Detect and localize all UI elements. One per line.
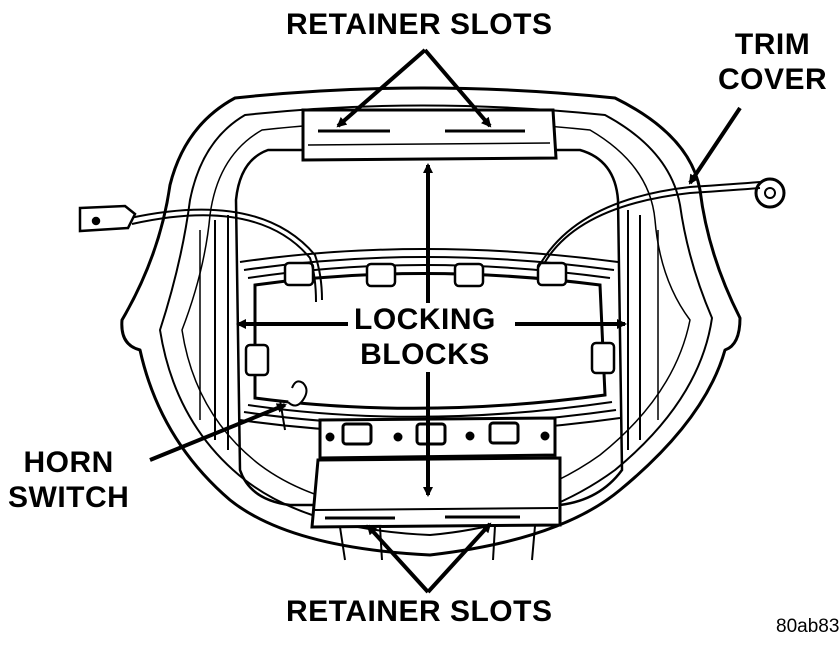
label-locking-blocks-line2: BLOCKS bbox=[360, 337, 490, 371]
arrow-retainer-bottom-right bbox=[426, 522, 492, 594]
label-horn-switch-line2: SWITCH bbox=[8, 480, 130, 514]
label-locking-blocks-line1: LOCKING bbox=[354, 303, 496, 336]
label-trim-cover-line2: COVER bbox=[718, 62, 828, 96]
callout-arrows bbox=[149, 48, 742, 594]
horn-switch bbox=[279, 380, 308, 431]
figure-reference: 80ab83 bbox=[776, 616, 839, 637]
arrow-retainer-bottom-left bbox=[366, 524, 430, 594]
arrow-retainer-top-left bbox=[336, 48, 427, 128]
bottom-retainer-plate bbox=[310, 456, 562, 561]
side-locking-tabs bbox=[244, 341, 616, 377]
label-trim-cover: TRIM COVER bbox=[718, 28, 827, 97]
arrow-trim-cover bbox=[688, 106, 742, 185]
label-horn-switch-line1: HORN bbox=[23, 446, 114, 479]
top-retainer-plate bbox=[301, 108, 558, 162]
label-retainer-slots-top: RETAINER SLOTS bbox=[286, 8, 553, 41]
arrow-horn-switch bbox=[149, 403, 287, 462]
lower-retainer-bracket bbox=[318, 416, 557, 460]
wiring-harness bbox=[129, 181, 761, 303]
label-horn-switch: HORN SWITCH bbox=[8, 446, 129, 515]
label-retainer-slots-bottom: RETAINER SLOTS bbox=[286, 595, 553, 628]
ring-terminal bbox=[754, 177, 786, 209]
left-connector bbox=[78, 204, 137, 233]
label-locking-blocks: LOCKING BLOCKS bbox=[350, 303, 500, 372]
arrow-retainer-top-right bbox=[423, 48, 492, 128]
label-trim-cover-line1: TRIM bbox=[734, 28, 811, 61]
upper-locking-tabs bbox=[283, 261, 568, 288]
